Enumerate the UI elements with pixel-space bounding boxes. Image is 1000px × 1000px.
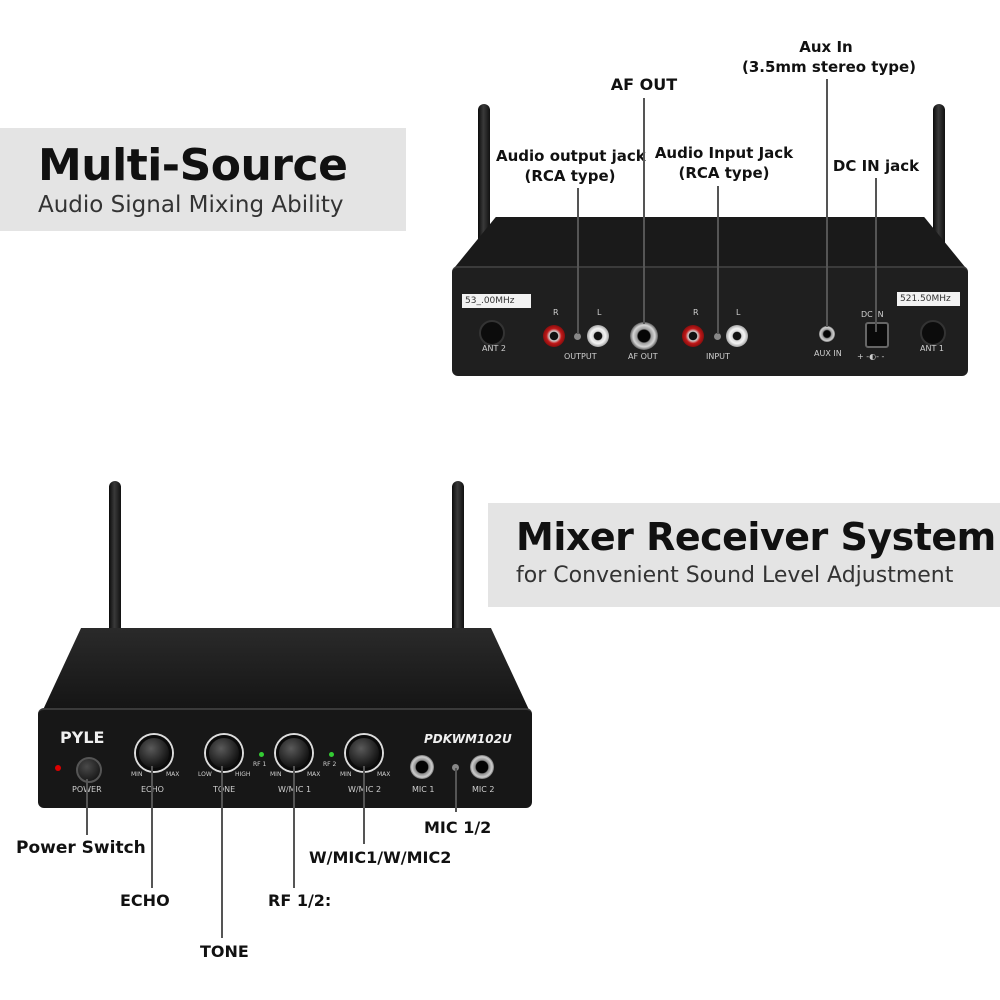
echo-min: MIN (131, 771, 143, 778)
multi-source-banner: Multi-Source Audio Signal Mixing Ability (0, 128, 406, 231)
callout-aux-in-line1: Aux In (799, 38, 853, 56)
model-number: PDKWM102U (424, 732, 512, 746)
mixer-receiver-banner: Mixer Receiver System for Convenient Sou… (488, 503, 1000, 607)
callout-af-out: AF OUT (610, 75, 678, 94)
output-l-jack (587, 325, 609, 347)
front-antenna-left (109, 481, 121, 631)
callout-audio-input: Audio Input Jack (RCA type) (652, 143, 796, 183)
mic1-label: MIC 1 (412, 785, 435, 794)
mixer-receiver-title: Mixer Receiver System (516, 515, 996, 559)
leader-aux-in (826, 79, 828, 327)
leader-wmic (363, 766, 365, 844)
callout-audio-input-line1: Audio Input Jack (654, 144, 794, 162)
input-r-jack (682, 325, 704, 347)
callout-aux-in-line2: (3.5mm stereo type) (742, 58, 916, 76)
rear-panel (452, 266, 968, 376)
echo-knob[interactable] (136, 735, 172, 771)
callout-rf: RF 1/2: (268, 891, 332, 910)
freq-sticker-left: 53_.00MHz (462, 294, 531, 308)
callout-wmic: W/MIC1/W/MIC2 (309, 848, 452, 867)
output-l-label: L (597, 308, 602, 317)
mic2-label: MIC 2 (472, 785, 495, 794)
tone-label: TONE (213, 785, 236, 794)
wmic2-max: MAX (377, 771, 391, 778)
power-button[interactable] (76, 757, 102, 783)
input-l-label: L (736, 308, 741, 317)
echo-max: MAX (166, 771, 180, 778)
dc-in-socket (865, 322, 889, 348)
front-antenna-right (452, 481, 464, 631)
leader-rf (293, 766, 295, 888)
output-r-label: R (553, 308, 559, 317)
callout-dc-in: DC IN jack (832, 157, 920, 175)
front-unit-top (42, 628, 530, 712)
wmic1-knob[interactable] (276, 735, 312, 771)
mic1-jack[interactable] (410, 755, 434, 779)
wmic1-min: MIN (270, 771, 282, 778)
power-led (55, 765, 61, 771)
tone-knob[interactable] (206, 735, 242, 771)
brand-logo: PYLE (60, 728, 105, 747)
mic-dot (452, 764, 459, 771)
callout-audio-output-line2: (RCA type) (524, 167, 616, 185)
mic2-jack[interactable] (470, 755, 494, 779)
leader-audio-input (717, 186, 719, 334)
af-out-jack (630, 322, 658, 350)
leader-power (86, 779, 88, 835)
multi-source-title: Multi-Source (38, 140, 348, 191)
aux-in-jack (819, 326, 835, 342)
ant2-label: ANT 2 (482, 344, 506, 353)
tone-high: HIGH (235, 771, 251, 778)
rf1-led (259, 752, 264, 757)
callout-echo: ECHO (120, 891, 170, 910)
multi-source-subtitle: Audio Signal Mixing Ability (38, 192, 344, 218)
callout-mic: MIC 1/2 (424, 818, 492, 837)
input-r-label: R (693, 308, 699, 317)
callout-audio-output: Audio output jack (RCA type) (496, 146, 646, 186)
leader-dc-in (875, 178, 877, 332)
rf1-label: RF 1 (253, 761, 267, 768)
callout-audio-output-line1: Audio output jack (496, 147, 646, 165)
callout-audio-input-line2: (RCA type) (678, 164, 770, 182)
output-label: OUTPUT (564, 352, 597, 361)
leader-echo (151, 766, 153, 888)
input-label: INPUT (706, 352, 730, 361)
aux-in-panel-label: AUX IN (814, 349, 842, 358)
rear-unit-top (455, 217, 965, 267)
ant1-connector (920, 320, 946, 346)
rf2-label: RF 2 (323, 761, 337, 768)
callout-tone: TONE (200, 942, 249, 961)
leader-audio-output (577, 188, 579, 334)
input-dot (714, 333, 721, 340)
ant1-label: ANT 1 (920, 344, 944, 353)
leader-af-out (643, 98, 645, 324)
rf2-led (329, 752, 334, 757)
af-out-panel-label: AF OUT (628, 352, 658, 361)
input-l-jack (726, 325, 748, 347)
output-dot (574, 333, 581, 340)
leader-tone (221, 766, 223, 938)
dc-polarity: + -◐- - (857, 352, 885, 361)
mixer-receiver-subtitle: for Convenient Sound Level Adjustment (516, 563, 954, 588)
ant2-connector (479, 320, 505, 346)
callout-aux-in: Aux In (3.5mm stereo type) (742, 37, 916, 77)
wmic2-min: MIN (340, 771, 352, 778)
output-r-jack (543, 325, 565, 347)
wmic1-max: MAX (307, 771, 321, 778)
leader-mic (455, 768, 457, 812)
freq-sticker-right: 521.50MHz (897, 292, 960, 306)
tone-low: LOW (198, 771, 212, 778)
callout-power-switch: Power Switch (16, 838, 146, 858)
dc-in-panel-label: DC IN (861, 310, 884, 319)
